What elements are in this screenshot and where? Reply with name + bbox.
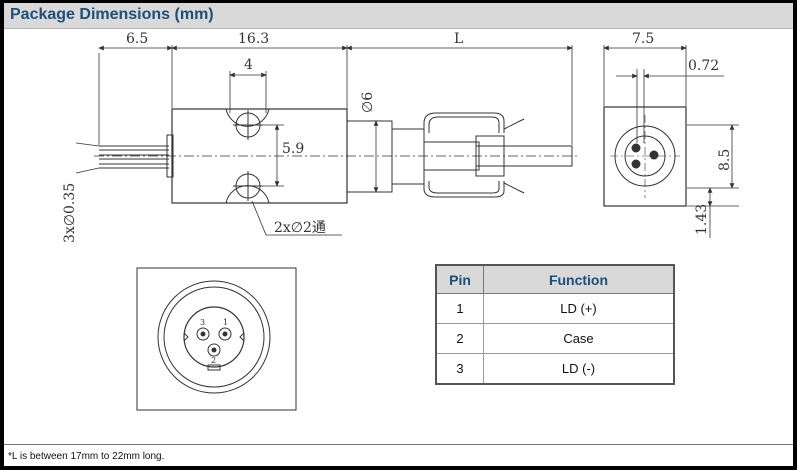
dimension-drawing: 6.5 16.3 L 4 5.9 ∅6 3x∅0.35 2x∅2通 7.5 0.… [62,31,739,411]
function-column-header: Function [483,264,675,294]
datasheet-panel: Package Dimensions (mm) [4,3,793,466]
table-header-row: Pin Function [435,264,675,294]
pin-function-table: Pin Function 1 LD (+) 2 Case 3 LD (-) [435,264,675,385]
pin-label-2: 2 [211,356,216,365]
pin-column-header: Pin [435,264,484,294]
pin-label-3: 3 [200,318,205,327]
pinout-labels: 3 1 2 [200,318,228,365]
dimension-labels: 6.5 16.3 L 4 5.9 ∅6 3x∅0.35 2x∅2通 7.5 0.… [62,31,733,243]
dim-5-9-label: 5.9 [282,141,304,157]
function-cell: Case [483,323,675,354]
dim-1-43-label: 1.43 [694,204,710,235]
pinout-view [136,267,297,411]
dim-diam-6-label: ∅6 [360,92,376,113]
end-dimensions [603,45,739,238]
barrel [346,120,393,193]
dim-0-72-label: 0.72 [688,58,719,74]
pin-label-1: 1 [223,318,228,327]
dim-7-5-label: 7.5 [632,31,654,47]
table-row: 2 Case [435,323,675,354]
pin-cell: 2 [435,323,484,354]
end-view [603,106,687,207]
dim-16-3-label: 16.3 [238,31,269,47]
function-cell: LD (+) [483,293,675,324]
pin-leads [99,145,169,169]
dim-pin-dia-label: 3x∅0.35 [62,183,78,243]
side-view [94,108,579,204]
function-cell: LD (-) [483,353,675,385]
pin-cell: 1 [435,293,484,324]
dim-l-label: L [454,31,463,47]
dim-hole-label: 2x∅2通 [274,220,326,236]
section-title: Package Dimensions (mm) [10,6,214,23]
footnote-bar: *L is between 17mm to 22mm long. [4,444,793,467]
dim-4-label: 4 [244,57,253,73]
footnote-text: *L is between 17mm to 22mm long. [8,451,165,462]
clip [423,112,505,133]
table-row: 3 LD (-) [435,353,675,385]
table-row: 1 LD (+) [435,293,675,324]
side-dimensions [75,45,573,236]
section-header: Package Dimensions (mm) [4,3,793,29]
dim-8-5-label: 8.5 [717,149,733,171]
dim-6-5-label: 6.5 [126,31,148,47]
pin-cell: 3 [435,353,484,385]
